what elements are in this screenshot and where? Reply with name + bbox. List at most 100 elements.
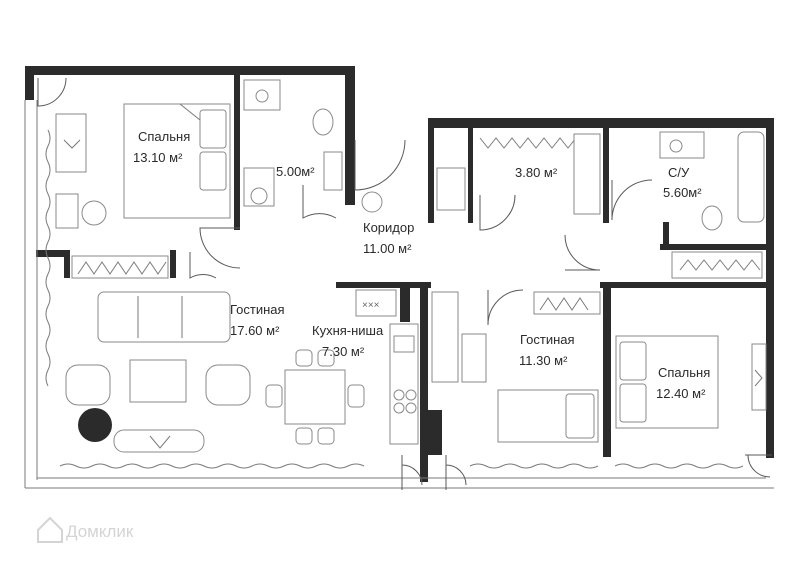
closet-3-hangers: [539, 297, 589, 311]
round-table-hall: [361, 191, 383, 213]
armchair-2: [205, 364, 251, 406]
door-living2: [487, 289, 524, 326]
sink-1-basin: [255, 89, 269, 103]
house-logo-icon: [37, 516, 63, 543]
room-name-bedroom-1: Спальня: [138, 129, 190, 144]
pillow-2a: [619, 341, 647, 381]
curtain-left: [45, 129, 51, 387]
wall-top-left: [25, 66, 355, 75]
dining-chair-f: [347, 384, 365, 408]
wall-left-top: [25, 66, 34, 100]
room-area-bedroom-1: 13.10 м²: [133, 150, 183, 165]
watermark: Домклик: [37, 516, 134, 543]
closet-2-hangers: [679, 259, 761, 271]
room-name-corridor: Коридор: [363, 220, 414, 235]
door-bedroom2: [564, 234, 601, 271]
desk-1: [55, 113, 87, 173]
wardrobe-shelf: [573, 133, 601, 215]
room-area-living-1: 17.60 м²: [230, 323, 280, 338]
dresser-2-mark: [754, 369, 763, 387]
kitchen-cabinet-mark: ×××: [362, 300, 380, 311]
wall-living-left: [36, 250, 70, 257]
sofa-bed-pillow: [565, 393, 595, 439]
kitchen-cabinet-top: [355, 289, 397, 317]
furniture: ×××: [55, 79, 767, 453]
door-bottom-a: [401, 455, 423, 490]
windows: [24, 100, 774, 489]
burner-b: [405, 389, 417, 401]
closet-1: [71, 255, 169, 279]
door-living1: [189, 252, 217, 279]
armchair-1: [65, 364, 111, 406]
sink-2: [659, 131, 705, 159]
door-bath2: [611, 179, 653, 221]
kitchen-sink: [393, 335, 415, 353]
pillow-2b: [619, 383, 647, 423]
room-name-bedroom-2: Спальня: [658, 365, 710, 380]
door-entrance: [354, 139, 406, 191]
door-bottom-right: [745, 454, 772, 478]
wall-wardrobe-left: [428, 118, 434, 223]
sink-2-basin: [669, 139, 683, 153]
walls: [25, 66, 774, 482]
dresser-2: [751, 343, 767, 411]
pillow-1a: [199, 109, 227, 149]
wall-closet-right: [170, 250, 176, 278]
desk-1-mark: [63, 139, 81, 149]
wall-closet-left: [64, 250, 70, 278]
cabinet-1: [55, 193, 79, 229]
wall-bath-right: [345, 75, 355, 205]
curtain-bottom-mid: [469, 463, 599, 469]
tv-console: [113, 429, 205, 453]
dining-table: [284, 369, 346, 425]
shoe-cabinet: [436, 167, 466, 211]
dining-chair-d: [317, 427, 335, 445]
room-labels: Спальня 13.10 м² 5.00м² Коридор 11.00 м²…: [133, 129, 710, 401]
door-bedroom1: [199, 227, 241, 269]
wall-wardrobe-inner: [468, 128, 473, 223]
door-bottom-b: [445, 455, 467, 490]
pillow-1b: [199, 151, 227, 191]
room-area-kitchen: 7.30 м²: [322, 344, 365, 359]
wardrobe-hangers: [479, 137, 577, 149]
door-wardrobe: [479, 194, 516, 231]
burner-c: [393, 402, 405, 414]
door-balcony: [37, 77, 67, 107]
room-name-kitchen: Кухня-ниша: [312, 323, 384, 338]
dining-chair-c: [295, 427, 313, 445]
tv-mark: [149, 435, 171, 449]
bathtub: [737, 131, 765, 223]
room-area-bathroom-2: 5.60м²: [663, 185, 702, 200]
wall-closet2-bottom: [600, 282, 774, 288]
washer-1-drum: [250, 187, 268, 205]
wall-bottom-col: [420, 410, 442, 455]
wall-kitchen-living2: [420, 282, 428, 482]
closet-1-hangers: [77, 261, 167, 275]
burner-a: [393, 389, 405, 401]
dining-chair-a: [295, 349, 313, 367]
room-area-bedroom-2: 12.40 м²: [656, 386, 706, 401]
wall-closet2-top: [660, 244, 774, 250]
dining-chair-b: [317, 349, 335, 367]
room-area-living-2: 11.30 м²: [519, 353, 568, 368]
wall-bedroom-bath: [234, 75, 240, 230]
door-bath1: [302, 185, 337, 219]
room-name-bathroom-2: С/У: [668, 165, 690, 180]
wall-kitchen-top: [336, 282, 431, 288]
wall-living2-bedroom2: [603, 282, 611, 457]
wall-kitchen-col: [400, 282, 410, 322]
floor-lamp: [78, 408, 112, 442]
shelf-living2: [431, 291, 459, 383]
room-name-living-2: Гостиная: [520, 332, 575, 347]
closet-2: [671, 251, 763, 279]
watermark-text: Домклик: [66, 522, 134, 541]
sink-1: [243, 79, 281, 111]
burner-d: [405, 402, 417, 414]
coffee-table: [129, 359, 187, 403]
wall-bath2-stub: [663, 222, 669, 244]
room-area-bathroom-1: 5.00м²: [276, 164, 315, 179]
wall-top-right: [428, 118, 774, 128]
chair-1: [81, 200, 107, 226]
curtain-bottom-right: [614, 463, 744, 469]
